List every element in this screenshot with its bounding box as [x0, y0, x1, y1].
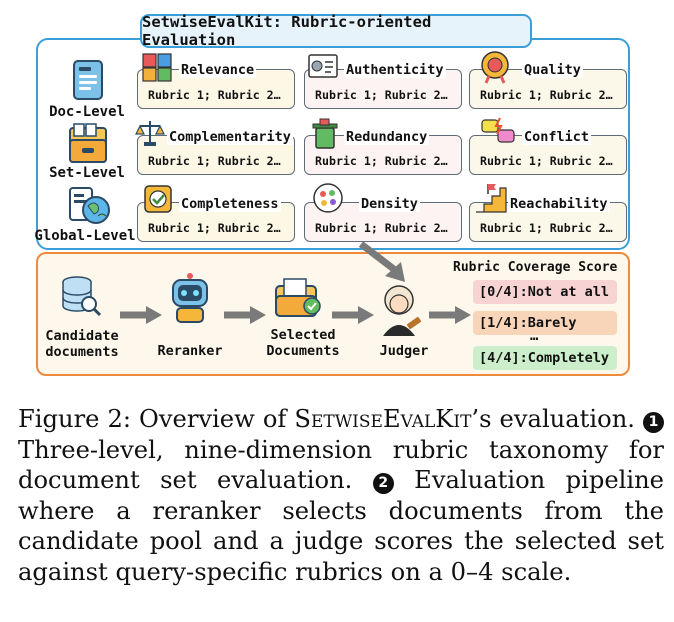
database-search-icon [62, 276, 102, 317]
trash-icon [312, 118, 338, 149]
figure-caption: Figure 2: Overview of SetwiseEvalKit’s e… [18, 405, 664, 586]
dimension-name-density: Density [359, 196, 420, 212]
score-chip-completely: [4/4]:Completely [473, 346, 617, 370]
level-label-global: Global-Level [34, 228, 136, 244]
score-ellipsis: … [530, 328, 539, 344]
arrow-1 [120, 306, 162, 324]
score-chip-barely: [1/4]:Barely [473, 311, 617, 335]
dimension-name-completeness: Completeness [179, 196, 281, 212]
stairs-flag-icon [476, 184, 507, 213]
dimension-name-reachability: Reachability [508, 196, 610, 212]
arrow-3 [332, 306, 374, 324]
arrow-2 [224, 306, 266, 324]
dimension-name-relevance: Relevance [179, 62, 257, 78]
dimension-rubric-relevance: Rubric 1; Rubric 2… [148, 88, 281, 102]
dimension-rubric-reachability: Rubric 1; Rubric 2… [480, 221, 613, 235]
conflict-icon [481, 117, 515, 143]
dimension-rubric-conflict: Rubric 1; Rubric 2… [480, 154, 613, 168]
level-label-doc: Doc-Level [49, 104, 125, 120]
score-chip-not-at-all: [0/4]:Not at all [473, 280, 617, 304]
dimension-rubric-redundancy: Rubric 1; Rubric 2… [315, 154, 448, 168]
diagram-title: SetwiseEvalKit: Rubric-oriented Evaluati… [140, 13, 532, 49]
level-label-set: Set-Level [49, 165, 125, 181]
document-icon [73, 60, 103, 100]
judger-label: Judger [379, 343, 429, 359]
arrow-4 [429, 306, 471, 324]
dish-icon [313, 183, 343, 213]
puzzle-icon [142, 53, 172, 82]
dimension-name-authenticity: Authenticity [344, 62, 446, 78]
dimension-rubric-density: Rubric 1; Rubric 2… [315, 221, 448, 235]
dimension-rubric-complementarity: Rubric 1; Rubric 2… [148, 154, 281, 168]
dimension-name-conflict: Conflict [522, 129, 592, 145]
medal-icon [481, 51, 509, 84]
folder-icon [69, 123, 107, 163]
scales-icon [135, 121, 165, 146]
dimension-rubric-quality: Rubric 1; Rubric 2… [480, 88, 613, 102]
certificate-icon [308, 54, 338, 78]
dimension-name-complementarity: Complementarity [167, 129, 293, 145]
marker-two-icon: 2 [372, 473, 394, 494]
globe-document-icon [69, 187, 110, 224]
marker-one-icon: 1 [643, 412, 664, 433]
judge-icon [383, 285, 422, 336]
dimension-name-quality: Quality [522, 62, 583, 78]
selected-folder-icon [275, 278, 321, 317]
dimension-rubric-completeness: Rubric 1; Rubric 2… [148, 221, 281, 235]
reranker-label: Reranker [157, 343, 223, 359]
dimension-name-redundancy: Redundancy [344, 129, 430, 145]
score-title: Rubric Coverage Score [453, 260, 618, 275]
dimension-rubric-authenticity: Rubric 1; Rubric 2… [315, 88, 448, 102]
checklist-icon [144, 185, 172, 213]
taxonomy-to-judger-arrow [358, 241, 405, 282]
robot-icon [172, 273, 208, 323]
